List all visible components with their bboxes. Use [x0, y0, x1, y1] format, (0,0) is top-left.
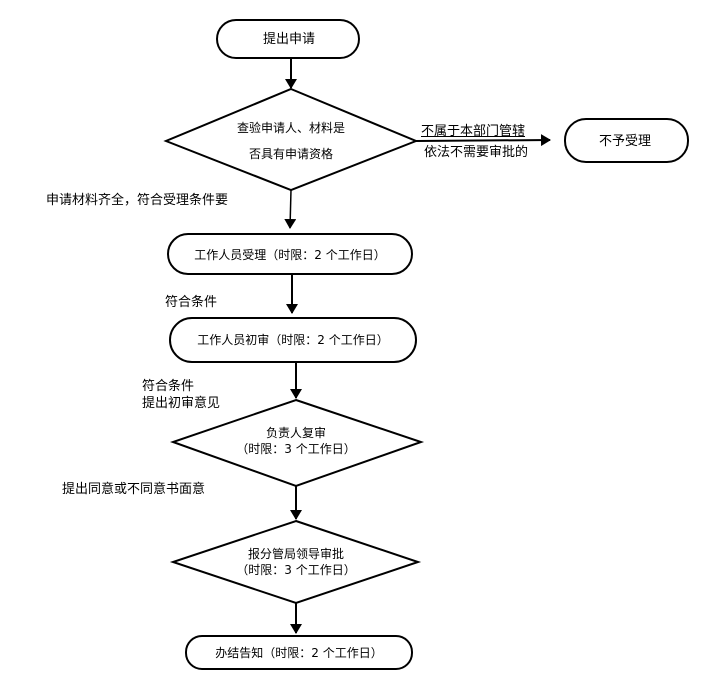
- node-reject-shape: [564, 118, 689, 163]
- node-second-label-line1: 负责人复审: [265, 426, 327, 440]
- node-reject-label: 不予受理: [598, 134, 652, 149]
- node-notify-shape: [185, 635, 413, 670]
- edge-initial-label: 符合条件: [165, 295, 218, 310]
- edge-approval-label: 提出同意或不同意书面意: [62, 482, 206, 497]
- node-start-label: 提出申请: [262, 32, 316, 47]
- edge-accept-label: 申请材料齐全，符合受理条件要: [46, 193, 229, 208]
- edge-reject-label-line1: 不属于本部门管辖: [421, 124, 526, 139]
- node-start-shape: [216, 19, 360, 59]
- node-initial-label: 工作人员初审（时限：2 个工作日）: [197, 333, 389, 347]
- edge-second-label-line1: 符合条件: [142, 379, 195, 394]
- node-approval-label-line1: 报分管局领导审批: [247, 547, 345, 561]
- node-initial-shape: [169, 317, 417, 363]
- node-check-shape: [163, 87, 419, 192]
- node-approval-label-line2: （时限：3 个工作日）: [236, 563, 356, 577]
- node-notify-label: 办结告知（时限：2 个工作日）: [215, 646, 383, 660]
- edge-reject-label-line2: 依法不需要审批的: [424, 145, 529, 160]
- edge-check-to-accept: [284, 189, 297, 229]
- node-second-label-line2: （时限：3 个工作日）: [236, 442, 356, 456]
- node-accept-label: 工作人员受理（时限：2 个工作日）: [194, 248, 386, 262]
- node-check-label-line2: 否具有申请资格: [248, 147, 334, 161]
- node-accept-shape: [167, 233, 413, 275]
- edge-check-to-reject: [415, 134, 551, 147]
- edge-second-label-line2: 提出初审意见: [142, 396, 221, 411]
- node-check-label-line1: 查验申请人、材料是: [236, 121, 346, 135]
